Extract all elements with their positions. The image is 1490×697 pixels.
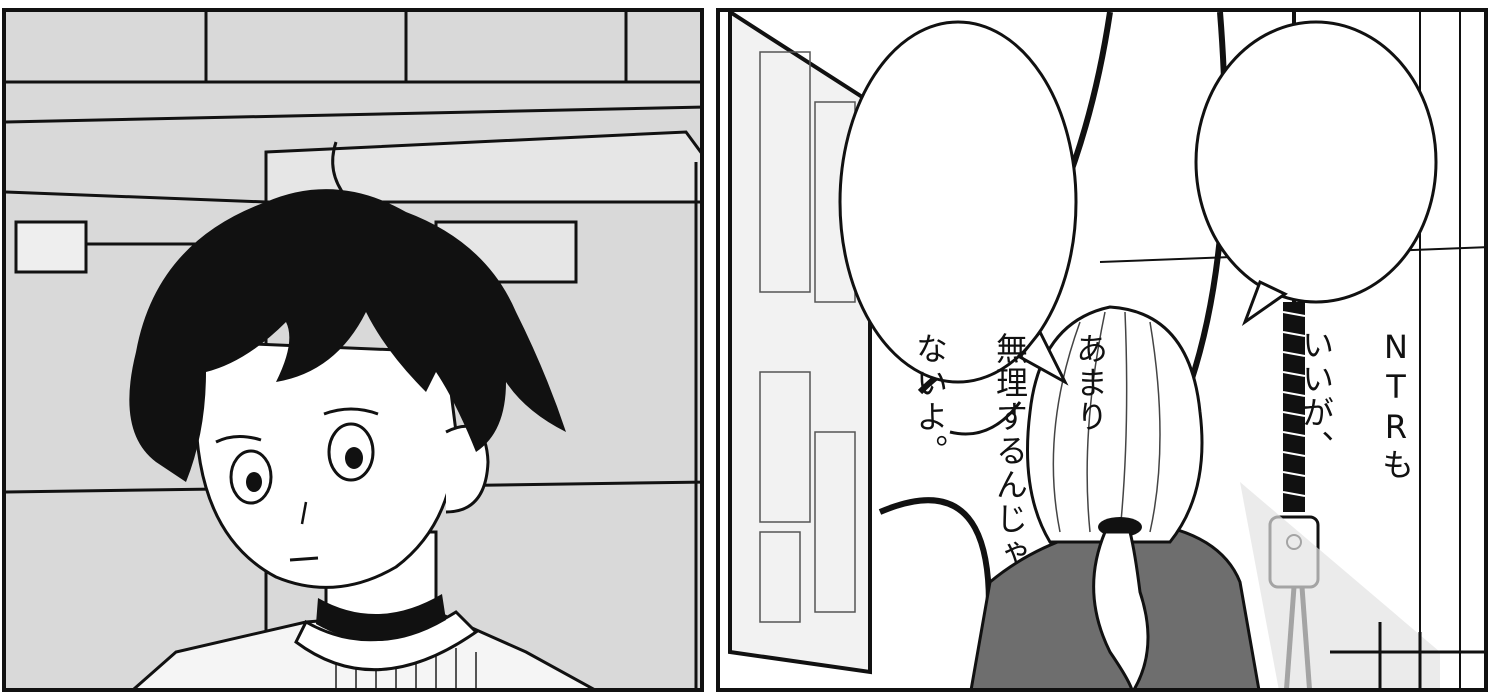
boy-face <box>194 340 490 589</box>
panel-right-art <box>720 12 1484 688</box>
speech-bubble-amari <box>838 20 1078 386</box>
boy-hair <box>129 141 567 482</box>
speech-text-ntr: NTRも いいが、 <box>1256 88 1456 482</box>
panel-right: NTRも いいが、 あまり 無理するんじゃ ないよ。 <box>716 8 1488 692</box>
woman-back <box>949 305 1261 688</box>
speech-text-amari: あまり 無理するんじゃ ないよ。 <box>870 92 1150 570</box>
whiteboard <box>728 12 872 675</box>
speech-line-2: 無理するんじゃ <box>991 332 1029 570</box>
panel-left-art <box>6 12 700 688</box>
speech-line-2: いいが、 <box>1297 328 1335 464</box>
speech-line-3: ないよ。 <box>911 332 949 468</box>
railing <box>1330 622 1484 688</box>
speech-bubble-ntr <box>1194 20 1438 327</box>
speech-line-1: あまり <box>1071 332 1109 434</box>
speech-line-1: NTRも <box>1377 328 1415 482</box>
panel-left <box>2 8 704 692</box>
hanging-microphone <box>1240 12 1440 688</box>
